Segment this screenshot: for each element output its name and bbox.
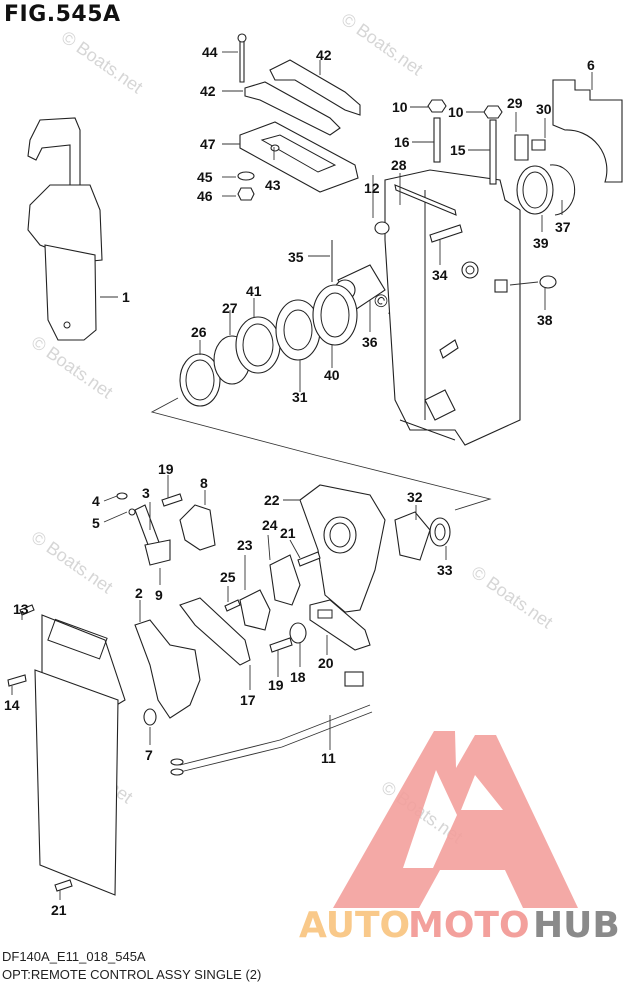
automotohub-logo: AUTO MOTO HUB [299, 731, 620, 946]
callout-9: 9 [155, 587, 163, 603]
callout-14: 14 [4, 697, 20, 713]
callout-11: 11 [321, 750, 336, 766]
callout-37: 37 [555, 219, 571, 235]
callout-47: 47 [200, 136, 216, 152]
callout-2: 2 [135, 585, 143, 601]
leader-lines [11, 51, 593, 900]
part-42-brackets [237, 33, 361, 136]
callout-12: 12 [364, 180, 380, 196]
watermark: © Boats.net [28, 332, 117, 402]
callout-5: 5 [92, 515, 100, 531]
ring-stack [179, 284, 358, 407]
callout-35: 35 [288, 249, 304, 265]
callout-18: 18 [290, 669, 306, 685]
callout-3: 3 [142, 485, 150, 501]
watermark: © Boats.net [28, 527, 117, 597]
callout-40: 40 [324, 367, 340, 383]
callout-1: 1 [122, 289, 130, 305]
lower-assembly [7, 484, 451, 896]
callout-6: 6 [587, 57, 595, 73]
watermark: © Boats.net [338, 9, 427, 79]
callout-22: 22 [264, 492, 280, 508]
callout-36: 36 [362, 334, 378, 350]
callout-28: 28 [391, 157, 407, 173]
callout-labels: 1 2 3 4 5 6 7 8 9 10 10 11 12 13 14 15 1… [4, 44, 595, 918]
assembly-divider [150, 397, 492, 511]
callout-27: 27 [222, 300, 238, 316]
callout-42a: 42 [200, 83, 216, 99]
callout-21b: 21 [51, 902, 67, 918]
callout-34: 34 [432, 267, 448, 283]
callout-26: 26 [191, 324, 207, 340]
logo-text-hub: HUB [533, 905, 620, 946]
logo-mark-icon [333, 731, 578, 908]
callout-10a: 10 [392, 99, 408, 115]
watermark: © Boats.net [468, 562, 557, 632]
callout-43: 43 [265, 177, 281, 193]
figure-title: FIG.545A [4, 2, 121, 27]
callout-31: 31 [292, 389, 308, 405]
callout-30: 30 [536, 101, 552, 117]
callout-7: 7 [145, 747, 153, 763]
callout-44: 44 [202, 44, 218, 60]
callout-45: 45 [197, 169, 213, 185]
callout-15: 15 [450, 142, 466, 158]
callout-23: 23 [237, 537, 253, 553]
callout-25: 25 [220, 569, 236, 585]
callout-32: 32 [407, 489, 423, 505]
callout-33: 33 [437, 562, 453, 578]
figure-description: OPT:REMOTE CONTROL ASSY SINGLE (2) [2, 967, 262, 982]
figure-code: DF140A_E11_018_545A [2, 949, 146, 964]
callout-17: 17 [240, 692, 256, 708]
upper-housing [374, 169, 557, 446]
callout-21a: 21 [280, 525, 296, 541]
part-15-16-studs [427, 99, 503, 185]
logo-text-auto: AUTO [299, 905, 410, 946]
callout-19b: 19 [268, 677, 284, 693]
watermark: © Boats.net [58, 27, 147, 97]
logo-text-moto: MOTO [408, 905, 530, 946]
callout-24: 24 [262, 517, 278, 533]
callout-8: 8 [200, 475, 208, 491]
callout-39: 39 [533, 235, 549, 251]
right-side-parts [514, 79, 623, 216]
callout-42b: 42 [316, 47, 332, 63]
part-47-plate [237, 121, 359, 201]
callout-46: 46 [197, 188, 213, 204]
callout-29: 29 [507, 95, 523, 111]
callout-13: 13 [13, 601, 29, 617]
part-1-control-handle [27, 117, 103, 341]
callout-38: 38 [537, 312, 553, 328]
callout-20: 20 [318, 655, 334, 671]
callout-41: 41 [246, 283, 262, 299]
callout-4: 4 [92, 493, 100, 509]
callout-16: 16 [394, 134, 410, 150]
callout-10b: 10 [448, 104, 464, 120]
callout-19a: 19 [158, 461, 174, 477]
